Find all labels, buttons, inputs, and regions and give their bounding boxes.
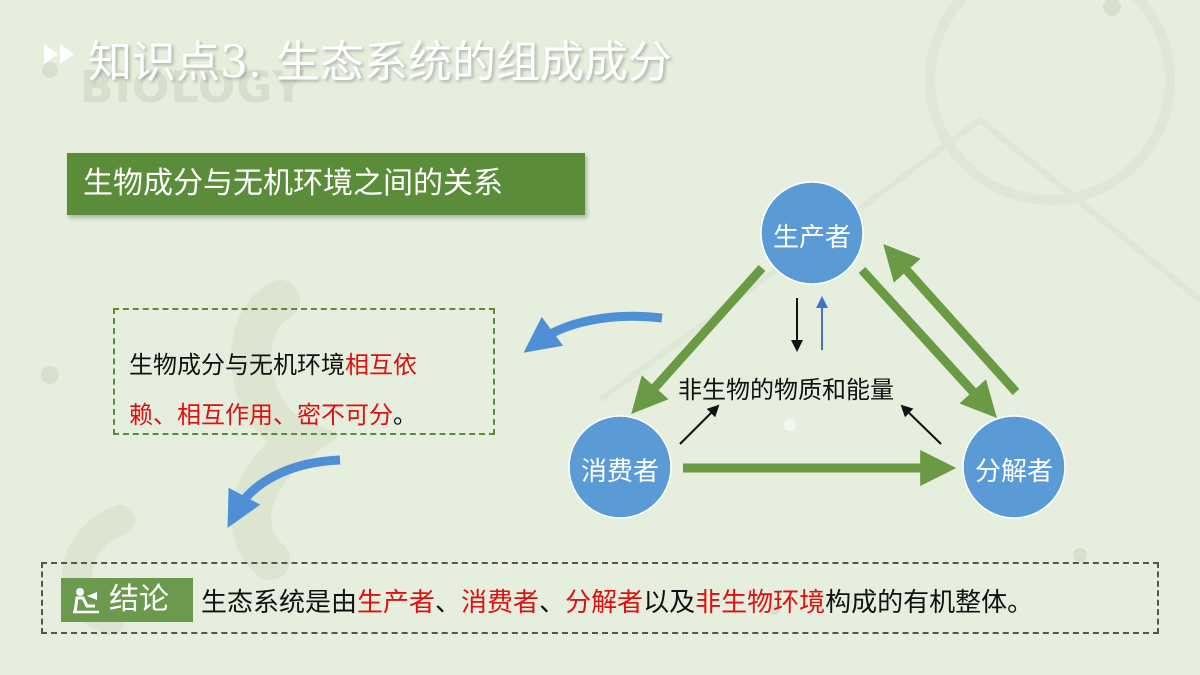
arrow-consumer-to-environment: [679, 404, 720, 445]
page-title: 知识点3. 生态系统的组成成分: [88, 37, 672, 88]
watermark-text: BIOLOGY: [80, 62, 306, 113]
curved-arrow-upper: [523, 311, 663, 353]
person-reading-icon: [73, 588, 99, 614]
arrow-producer-to-consumer: [631, 264, 766, 415]
environment-label: 非生物的物质和能量: [678, 376, 894, 404]
consumer-node: [568, 415, 672, 519]
arrow-decomposer-to-producer: [883, 243, 1020, 396]
conclusion-tag: 结论: [61, 578, 193, 622]
decomposer-label: 分解者: [974, 457, 1053, 487]
arrow-decomposer-to-environment: [900, 404, 942, 445]
consumer-label: 消费者: [580, 457, 659, 487]
relation-box: 生物成分与无机环境相互依 赖、相互作用、密不可分。: [113, 308, 495, 435]
arrow-producer-to-decomposer: [858, 266, 997, 418]
decomposer-node: [962, 415, 1066, 519]
double-arrow-icon: [44, 44, 74, 64]
relation-line-1: 生物成分与无机环境相互依: [129, 351, 417, 379]
conclusion-box: 结论 生态系统是由生产者、消费者、分解者以及非生物环境构成的有机整体。: [41, 562, 1159, 634]
section-banner: 生物成分与无机环境之间的关系: [67, 153, 585, 215]
conclusion-text: 生态系统是由生产者、消费者、分解者以及非生物环境构成的有机整体。: [201, 588, 1034, 618]
relation-line-2: 赖、相互作用、密不可分。: [129, 401, 417, 429]
curved-arrow-lower: [227, 455, 341, 528]
producer-node: [760, 181, 864, 285]
producer-label: 生产者: [772, 223, 851, 253]
